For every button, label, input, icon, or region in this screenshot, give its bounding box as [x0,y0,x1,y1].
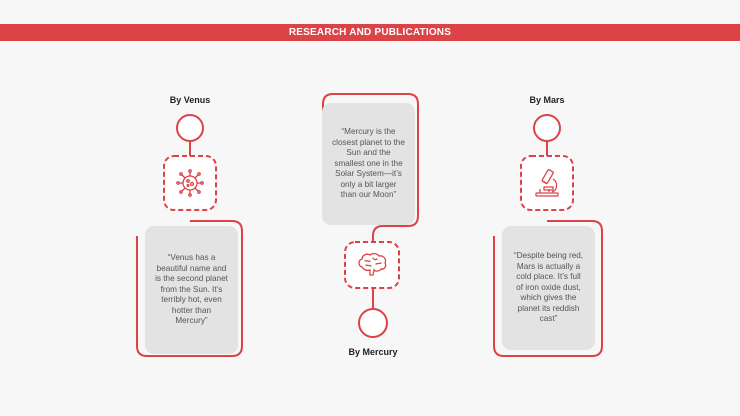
header-banner: RESEARCH AND PUBLICATIONS [0,24,740,41]
venus-author-label: By Venus [169,95,211,105]
mercury-node-circle [358,308,388,338]
microscope-icon [521,156,573,210]
mercury-quote-text: “Mercury is the closest planet to the Su… [332,126,405,200]
mars-node-circle [533,114,561,142]
venus-quote-card: “Venus has a beautiful name and is the s… [145,226,238,354]
virus-icon [164,156,216,210]
mars-quote-text: “Despite being red, Mars is actually a c… [513,250,584,324]
mercury-connector-path [322,93,419,241]
venus-icon-frame [163,155,217,211]
venus-quote-text: “Venus has a beautiful name and is the s… [155,252,228,326]
venus-node-circle [176,114,204,142]
mercury-icon-frame [344,241,400,289]
mercury-author-label: By Mercury [348,347,398,357]
mercury-quote-card: “Mercury is the closest planet to the Su… [322,103,415,225]
mars-quote-card: “Despite being red, Mars is actually a c… [502,226,595,350]
page-title: RESEARCH AND PUBLICATIONS [288,27,452,38]
venus-connector-path [136,220,243,357]
mars-connector-path [493,220,603,357]
brain-icon [345,242,399,288]
mars-author-label: By Mars [529,95,565,105]
